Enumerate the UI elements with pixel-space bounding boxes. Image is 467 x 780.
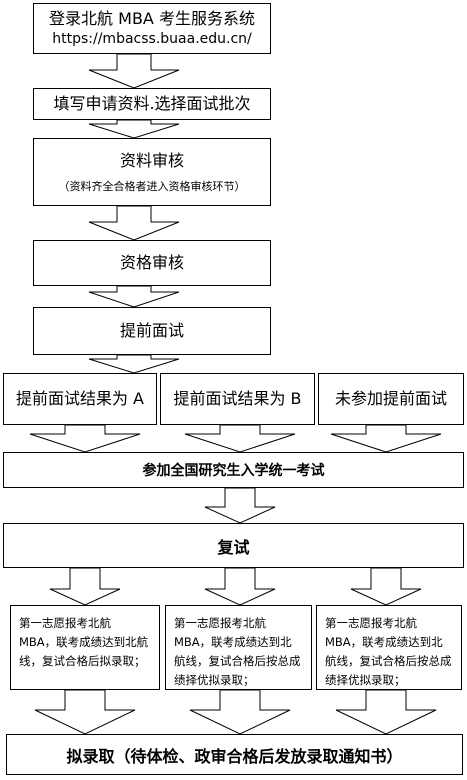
result-none: 未参加提前面试 [318,373,464,425]
condition-a-text: 第一志愿报考北航 MBA，联考成绩达到北航线，复试合格后拟录取； [19,616,149,668]
step-qualify-title: 资格审核 [119,253,184,272]
arrow-down [184,424,296,453]
step-apply: 填写申请资料.选择面试批次 [33,88,271,120]
arrow-down [335,689,437,735]
step-material-note: （资料齐全合格者进入资格审核环节） [58,179,246,193]
step-admission-title: 拟录取（待体检、政审合格后发放录取通知书） [66,746,403,766]
arrow-down [204,487,276,524]
step-material-title: 资料审核 [119,150,184,170]
arrow-down [88,53,180,89]
arrow-down [49,567,121,606]
arrow-down [330,424,442,453]
step-material: 资料审核 （资料齐全合格者进入资格审核环节） [33,138,271,206]
step-early-interview: 提前面试 [33,307,271,355]
arrow-down [34,689,136,735]
arrow-down [88,354,180,374]
arrow-down [88,205,180,241]
step-login-title: 登录北航 MBA 考生服务系统 [49,8,255,28]
arrow-down [350,567,422,606]
condition-a: 第一志愿报考北航 MBA，联考成绩达到北航线，复试合格后拟录取； [10,605,160,690]
condition-none-text: 第一志愿报考北航MBA，联考成绩达到北航线，复试合格后按总成绩择优拟录取； [325,616,452,687]
condition-none: 第一志愿报考北航MBA，联考成绩达到北航线，复试合格后按总成绩择优拟录取； [316,605,462,690]
step-apply-title: 填写申请资料.选择面试批次 [53,94,251,113]
step-admission: 拟录取（待体检、政审合格后发放录取通知书） [6,734,463,775]
step-login-url: https://mbacss.buaa.edu.cn/ [52,30,252,47]
result-a: 提前面试结果为 A [3,373,157,425]
step-login: 登录北航 MBA 考生服务系统 https://mbacss.buaa.edu.… [33,3,271,54]
step-retest-title: 复试 [217,537,250,557]
step-national-exam-title: 参加全国研究生入学统一考试 [142,463,325,479]
step-early-interview-title: 提前面试 [119,321,184,340]
arrow-down [88,285,180,308]
result-none-label: 未参加提前面试 [334,389,447,408]
result-a-label: 提前面试结果为 A [15,389,145,408]
arrow-down [29,424,141,453]
step-retest: 复试 [3,523,464,568]
step-qualify: 资格审核 [33,240,271,286]
condition-b: 第一志愿报考北航MBA，联考成绩达到北航线，复试合格后按总成绩择优拟录取； [165,605,312,690]
result-b-label: 提前面试结果为 B [173,389,302,408]
arrow-down [189,689,291,735]
step-national-exam: 参加全国研究生入学统一考试 [3,452,464,488]
condition-b-text: 第一志愿报考北航MBA，联考成绩达到北航线，复试合格后按总成绩择优拟录取； [174,616,301,687]
arrow-down [204,567,276,606]
arrow-down [88,119,180,139]
result-b: 提前面试结果为 B [160,373,315,425]
